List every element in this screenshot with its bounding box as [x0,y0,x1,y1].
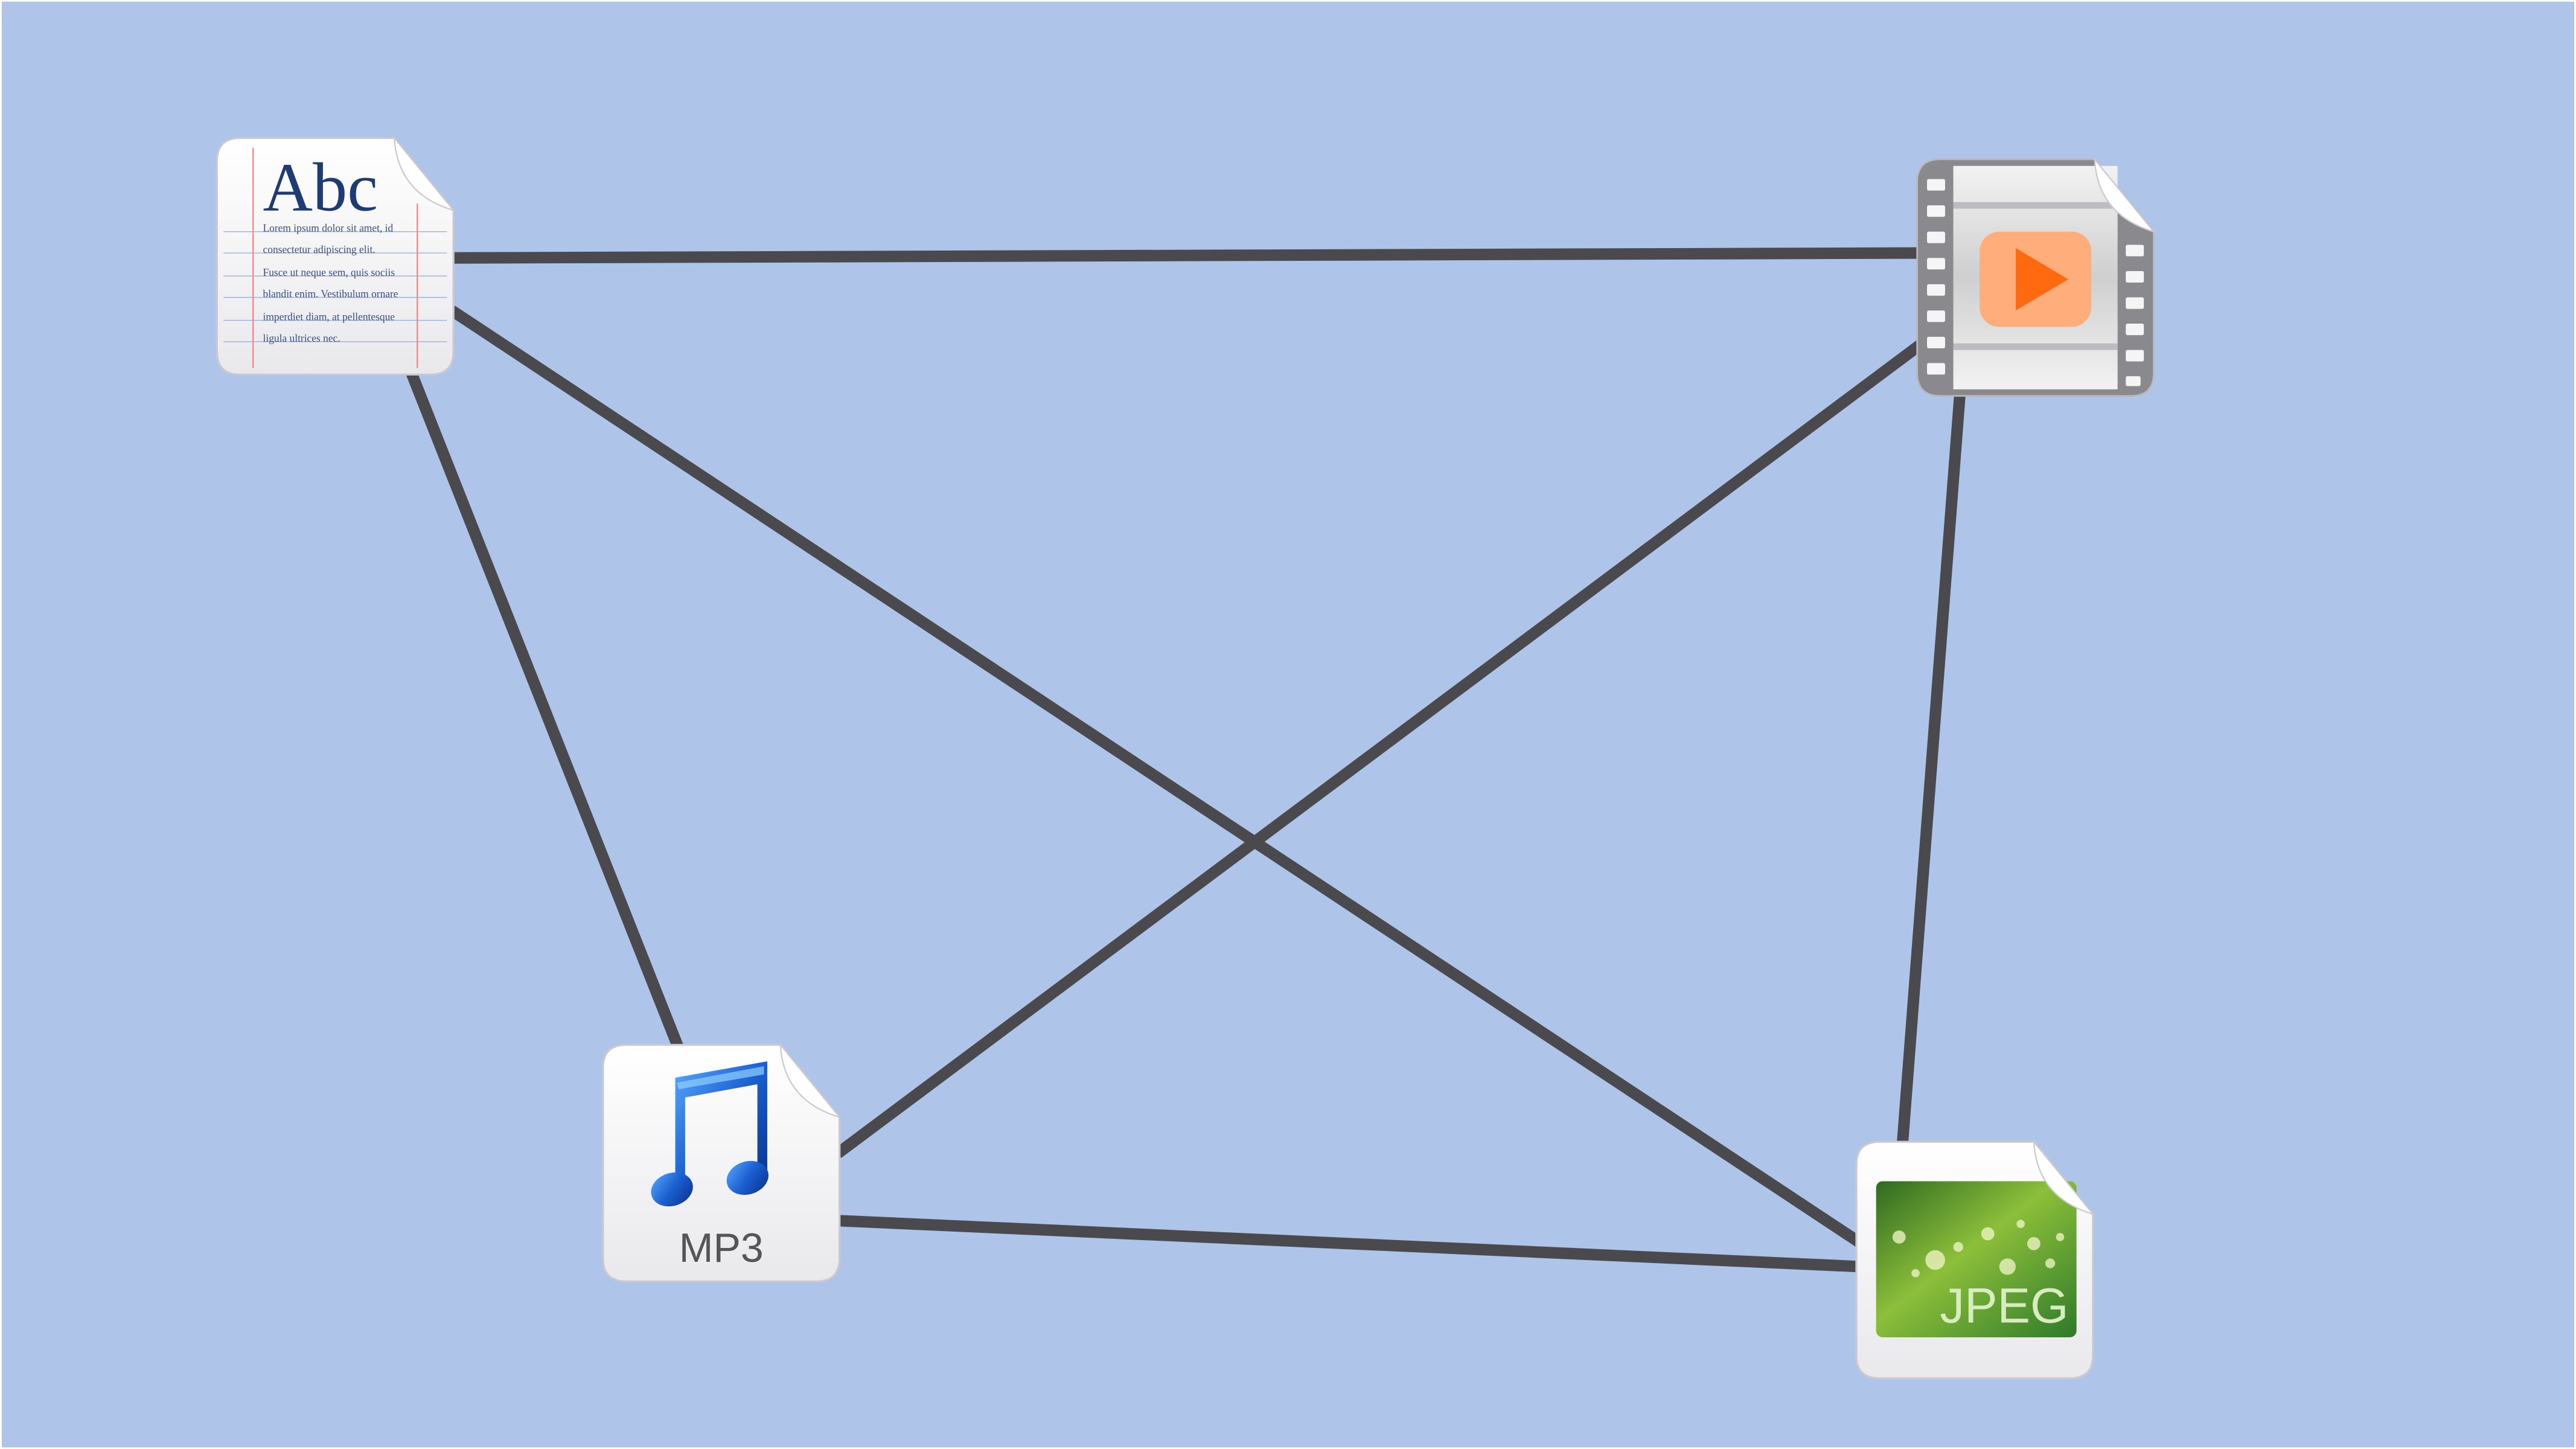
document-heading: Abc [263,149,378,225]
document-line-3: Fusce ut neque sem, quis sociis [263,266,395,278]
document-line-1: Lorem ipsum dolor sit amet, id [263,222,394,234]
music-note-icon [651,1061,769,1207]
edge-mp3-file-jpeg-file [837,1215,1862,1273]
edge-text-document-video-file [453,247,1922,264]
video-file-icon[interactable] [1916,157,2156,397]
document-line-5: imperdiet diam, at pellentesque [263,311,395,323]
text-document-icon[interactable]: Abc Lorem ipsum dolor sit amet, id conse… [216,136,456,376]
image-file-icon[interactable]: JPEG [1855,1139,2095,1380]
document-line-2: consectetur adipiscing elit. [263,243,376,255]
document-line-4: blandit enim. Vestibulum ornare [263,288,398,300]
edge-video-file-mp3-file [834,339,1926,1158]
edges-layer [405,247,1966,1273]
photo-thumbnail-icon [1876,1181,2077,1337]
edge-text-document-jpeg-file [449,305,1865,1249]
mp3-label: MP3 [679,1225,764,1271]
document-line-6: ligula ultrices nec. [263,332,340,344]
edge-video-file-jpeg-file [1896,394,1966,1146]
music-file-icon[interactable]: MP3 [602,1043,842,1283]
jpeg-label: JPEG [1940,1278,2068,1333]
play-button-icon [1980,231,2092,327]
edge-text-document-mp3-file [405,369,684,1051]
